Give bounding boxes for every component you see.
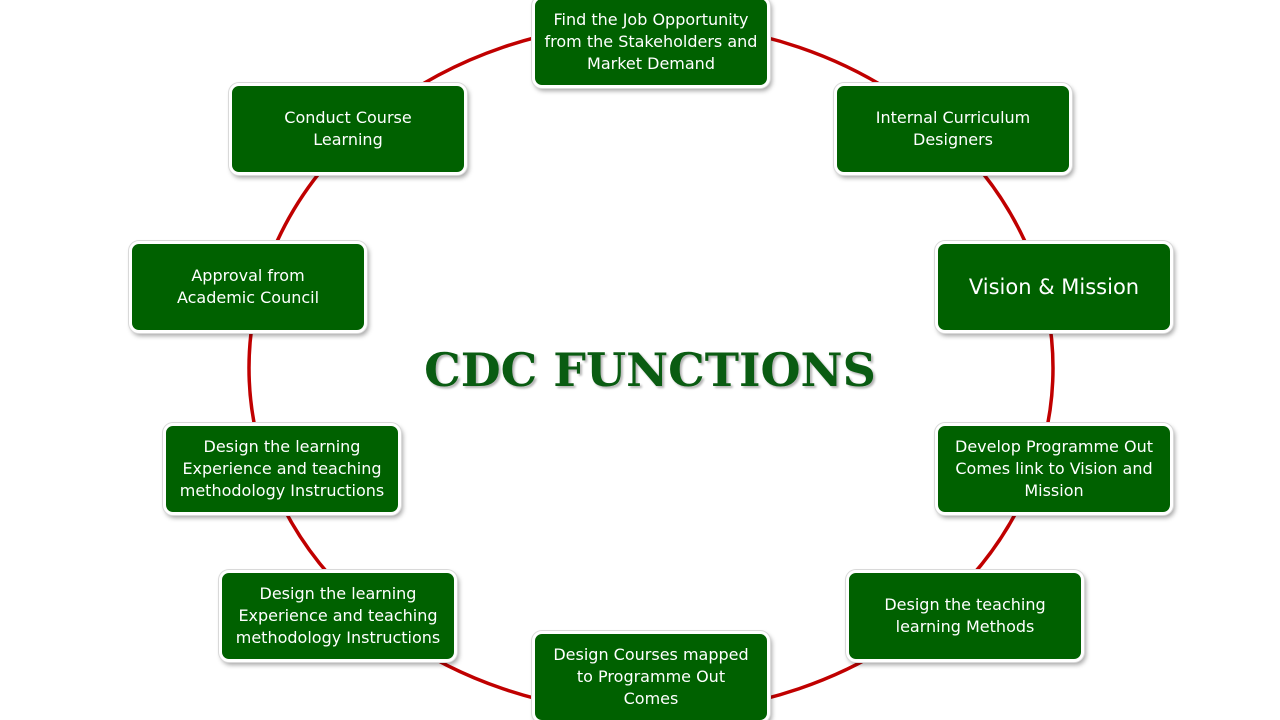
step-internal-curriculum-designers: Internal Curriculum Designers: [834, 83, 1072, 175]
step-design-teaching-learning-methods: Design the teaching learning Methods: [846, 570, 1084, 662]
diagram-title: CDC FUNCTIONS: [424, 343, 876, 397]
step-label: Design the learning Experience and teach…: [235, 584, 441, 647]
step-conduct-course-learning: Conduct Course Learning: [229, 83, 467, 175]
step-label: Develop Programme Out Comes link to Visi…: [955, 437, 1153, 500]
step-approval-academic-council: Approval from Academic Council: [129, 241, 367, 333]
step-label: Design the teaching learning Methods: [884, 595, 1046, 636]
step-develop-programme-outcomes: Develop Programme Out Comes link to Visi…: [935, 423, 1173, 515]
step-design-courses-mapped: Design Courses mapped to Programme Out C…: [532, 631, 770, 720]
step-label: Design Courses mapped to Programme Out C…: [553, 645, 749, 708]
step-label: Conduct Course Learning: [284, 108, 412, 149]
step-design-learning-experience-lower: Design the learning Experience and teach…: [219, 570, 457, 662]
step-vision-mission: Vision & Mission: [935, 241, 1173, 333]
step-label: Internal Curriculum Designers: [875, 108, 1031, 149]
step-label: Vision & Mission: [968, 275, 1140, 299]
step-design-learning-experience-upper: Design the learning Experience and teach…: [163, 423, 401, 515]
step-label: Find the Job Opportunity from the Stakeh…: [544, 10, 758, 73]
step-label: Design the learning Experience and teach…: [179, 437, 385, 500]
step-label: Approval from Academic Council: [176, 266, 320, 307]
step-find-job-opportunity: Find the Job Opportunity from the Stakeh…: [532, 0, 770, 88]
